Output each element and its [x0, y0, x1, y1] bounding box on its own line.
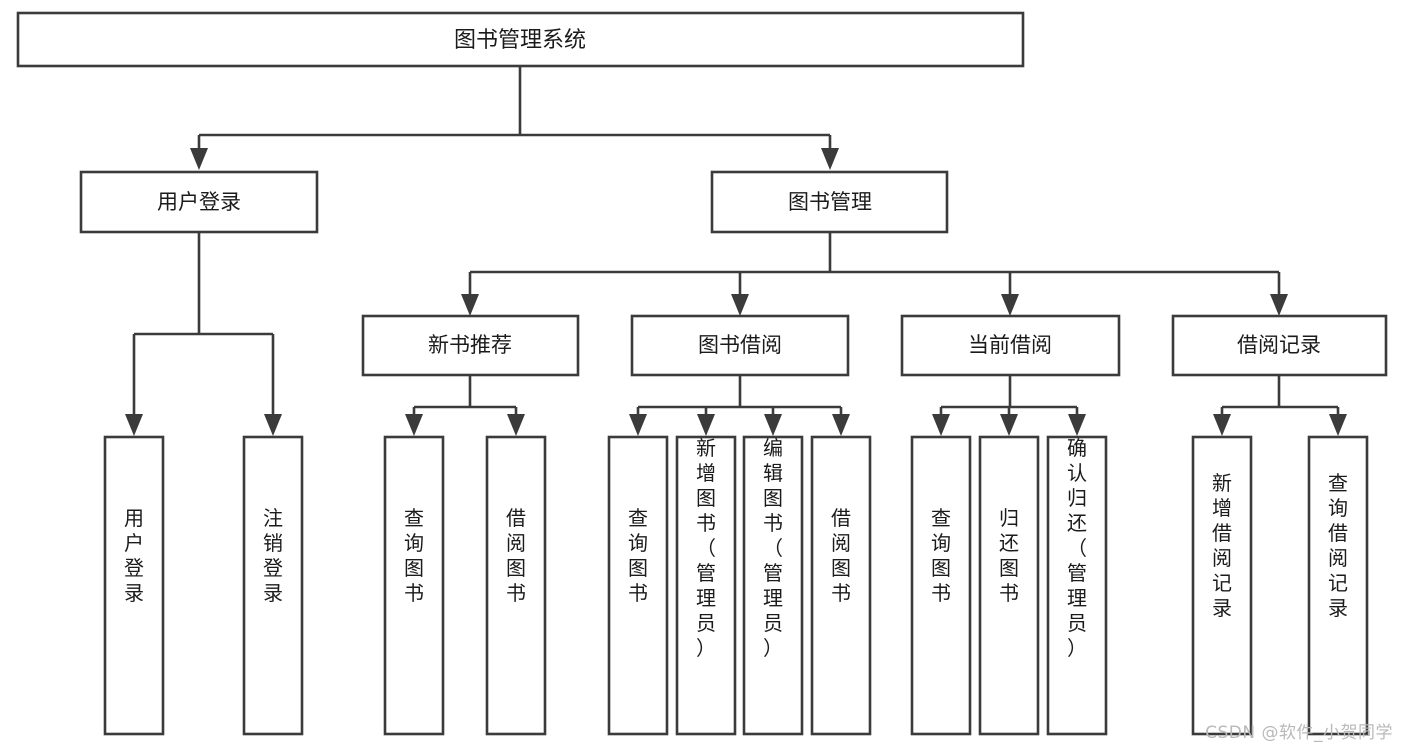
leaf-box: [607, 435, 669, 736]
leaf-label-vertical: 用户登录: [124, 506, 144, 605]
arrow-head-icon: [1068, 414, 1086, 436]
arrow-head-icon: [629, 414, 647, 436]
connector-book-borrow-to-leaves: [629, 375, 850, 436]
leaf-label-vertical: 查询图书: [404, 506, 424, 605]
node-borrow-record[interactable]: 借阅记录: [1171, 314, 1388, 377]
arrow-head-icon: [507, 414, 525, 436]
arrow-head-icon: [1213, 414, 1231, 436]
node-new-book-recommend[interactable]: 新书推荐: [361, 314, 580, 377]
node-book-borrow[interactable]: 图书借阅: [630, 314, 850, 377]
current-borrow-box: [900, 314, 1121, 377]
arrow-head-icon: [264, 414, 282, 436]
arrow-head-icon: [1001, 294, 1019, 316]
arrow-head-icon: [1270, 294, 1288, 316]
node-leaf-add-record[interactable]: 新增借阅记录: [1191, 435, 1253, 736]
leaf-label-vertical: 归还图书: [999, 506, 1019, 605]
root-box: [16, 11, 1025, 68]
arrow-head-icon: [731, 294, 749, 316]
new-book-recommend-box: [361, 314, 580, 377]
node-leaf-borrow-book-1[interactable]: 借阅图书: [485, 435, 547, 736]
node-user-login[interactable]: 用户登录: [79, 170, 319, 234]
arrow-head-icon: [405, 414, 423, 436]
leaf-box: [810, 435, 872, 736]
leaf-label-vertical: 查询图书: [628, 506, 648, 605]
connector-user-login-to-leaves: [125, 232, 282, 436]
leaf-box: [103, 435, 165, 736]
connector-book-management-to-level3: [461, 232, 1288, 316]
node-leaf-return-book[interactable]: 归还图书: [978, 435, 1040, 736]
node-root[interactable]: 图书管理系统: [16, 11, 1025, 68]
node-book-management[interactable]: 图书管理: [710, 170, 949, 234]
node-leaf-logout-login[interactable]: 注销登录: [242, 435, 304, 736]
book-management-label: 图书管理: [788, 190, 872, 214]
leaf-box: [1046, 435, 1108, 736]
connector-current-borrow-to-leaves: [932, 375, 1086, 436]
arrow-head-icon: [697, 414, 715, 436]
node-leaf-query-record[interactable]: 查询借阅记录: [1307, 435, 1369, 736]
arrow-head-icon: [190, 148, 208, 170]
arrow-head-icon: [461, 294, 479, 316]
leaf-label-vertical: 编辑图书（管理员）: [763, 436, 783, 660]
user-login-box: [79, 170, 319, 234]
node-leaf-query-book-3[interactable]: 查询图书: [910, 435, 972, 736]
leaf-box: [383, 435, 445, 736]
root-label: 图书管理系统: [454, 28, 586, 53]
leaf-box: [675, 435, 737, 736]
leaf-label-vertical: 借阅图书: [506, 506, 526, 605]
arrow-head-icon: [832, 414, 850, 436]
arrow-head-icon: [764, 414, 782, 436]
connector-new-book-recommend-to-leaves: [405, 375, 525, 436]
node-leaf-user-login[interactable]: 用户登录: [103, 435, 165, 736]
current-borrow-label: 当前借阅: [968, 333, 1052, 357]
leaf-box: [978, 435, 1040, 736]
borrow-record-label: 借阅记录: [1237, 333, 1321, 357]
arrow-head-icon: [932, 414, 950, 436]
node-leaf-borrow-book-2[interactable]: 借阅图书: [810, 435, 872, 736]
leaf-label-vertical: 新增借阅记录: [1212, 471, 1232, 620]
arrow-head-icon: [125, 414, 143, 436]
book-borrow-label: 图书借阅: [698, 333, 782, 357]
leaf-box: [485, 435, 547, 736]
leaf-box: [910, 435, 972, 736]
leaf-box: [1307, 435, 1369, 736]
leaf-label-vertical: 注销登录: [263, 506, 283, 605]
leaf-label-vertical: 新增图书（管理员）: [696, 436, 716, 660]
leaf-label-vertical: 借阅图书: [831, 506, 851, 605]
connector-root-to-level2: [190, 66, 839, 170]
node-leaf-confirm-return[interactable]: 确认归还（管理员）: [1046, 435, 1108, 736]
leaf-box: [742, 435, 804, 736]
connector-borrow-record-to-leaves: [1213, 375, 1347, 436]
leaf-label-vertical: 查询借阅记录: [1328, 471, 1348, 620]
node-leaf-add-book[interactable]: 新增图书（管理员）: [675, 435, 737, 736]
node-leaf-edit-book[interactable]: 编辑图书（管理员）: [742, 435, 804, 736]
arrow-head-icon: [1000, 414, 1018, 436]
node-leaf-query-book-2[interactable]: 查询图书: [607, 435, 669, 736]
leaf-label-vertical: 查询图书: [931, 506, 951, 605]
arrow-head-icon: [821, 148, 839, 170]
new-book-recommend-label: 新书推荐: [428, 333, 512, 357]
leaf-box: [1191, 435, 1253, 736]
user-login-label: 用户登录: [157, 190, 241, 214]
leaf-label-vertical: 确认归还（管理员）: [1067, 436, 1087, 660]
leaf-box: [242, 435, 304, 736]
node-leaf-query-book-1[interactable]: 查询图书: [383, 435, 445, 736]
node-current-borrow[interactable]: 当前借阅: [900, 314, 1121, 377]
arrow-head-icon: [1329, 414, 1347, 436]
